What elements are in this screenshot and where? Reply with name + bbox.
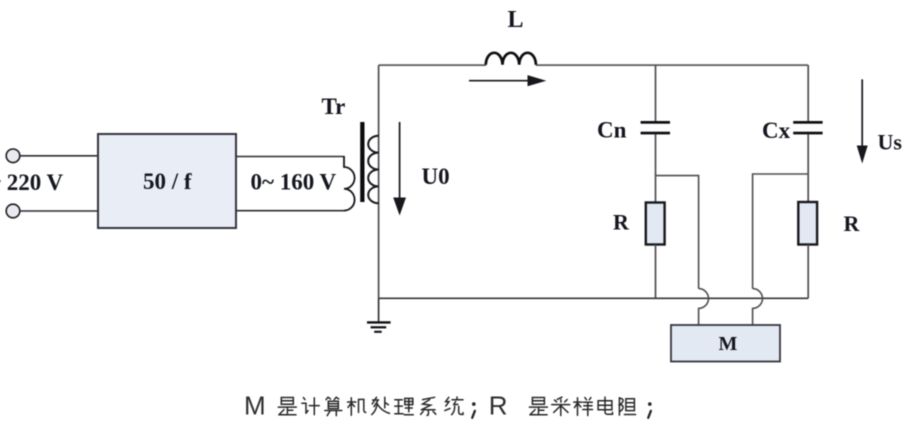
svg-text:M: M bbox=[244, 391, 266, 421]
svg-text:R: R bbox=[489, 391, 508, 421]
svg-text:~ 220 V: ~ 220 V bbox=[0, 170, 64, 195]
svg-text:Tr: Tr bbox=[322, 94, 346, 119]
svg-text:L: L bbox=[508, 7, 524, 33]
svg-text:Cx: Cx bbox=[762, 118, 791, 143]
svg-text:Cn: Cn bbox=[597, 118, 627, 143]
svg-text:50 / f: 50 / f bbox=[143, 169, 192, 194]
svg-text:R: R bbox=[844, 211, 861, 236]
svg-text:M: M bbox=[719, 333, 738, 355]
svg-text:U0: U0 bbox=[422, 164, 450, 189]
svg-text:Us: Us bbox=[878, 129, 903, 154]
svg-text:R: R bbox=[613, 210, 630, 235]
svg-text:0~ 160 V: 0~ 160 V bbox=[251, 169, 337, 194]
